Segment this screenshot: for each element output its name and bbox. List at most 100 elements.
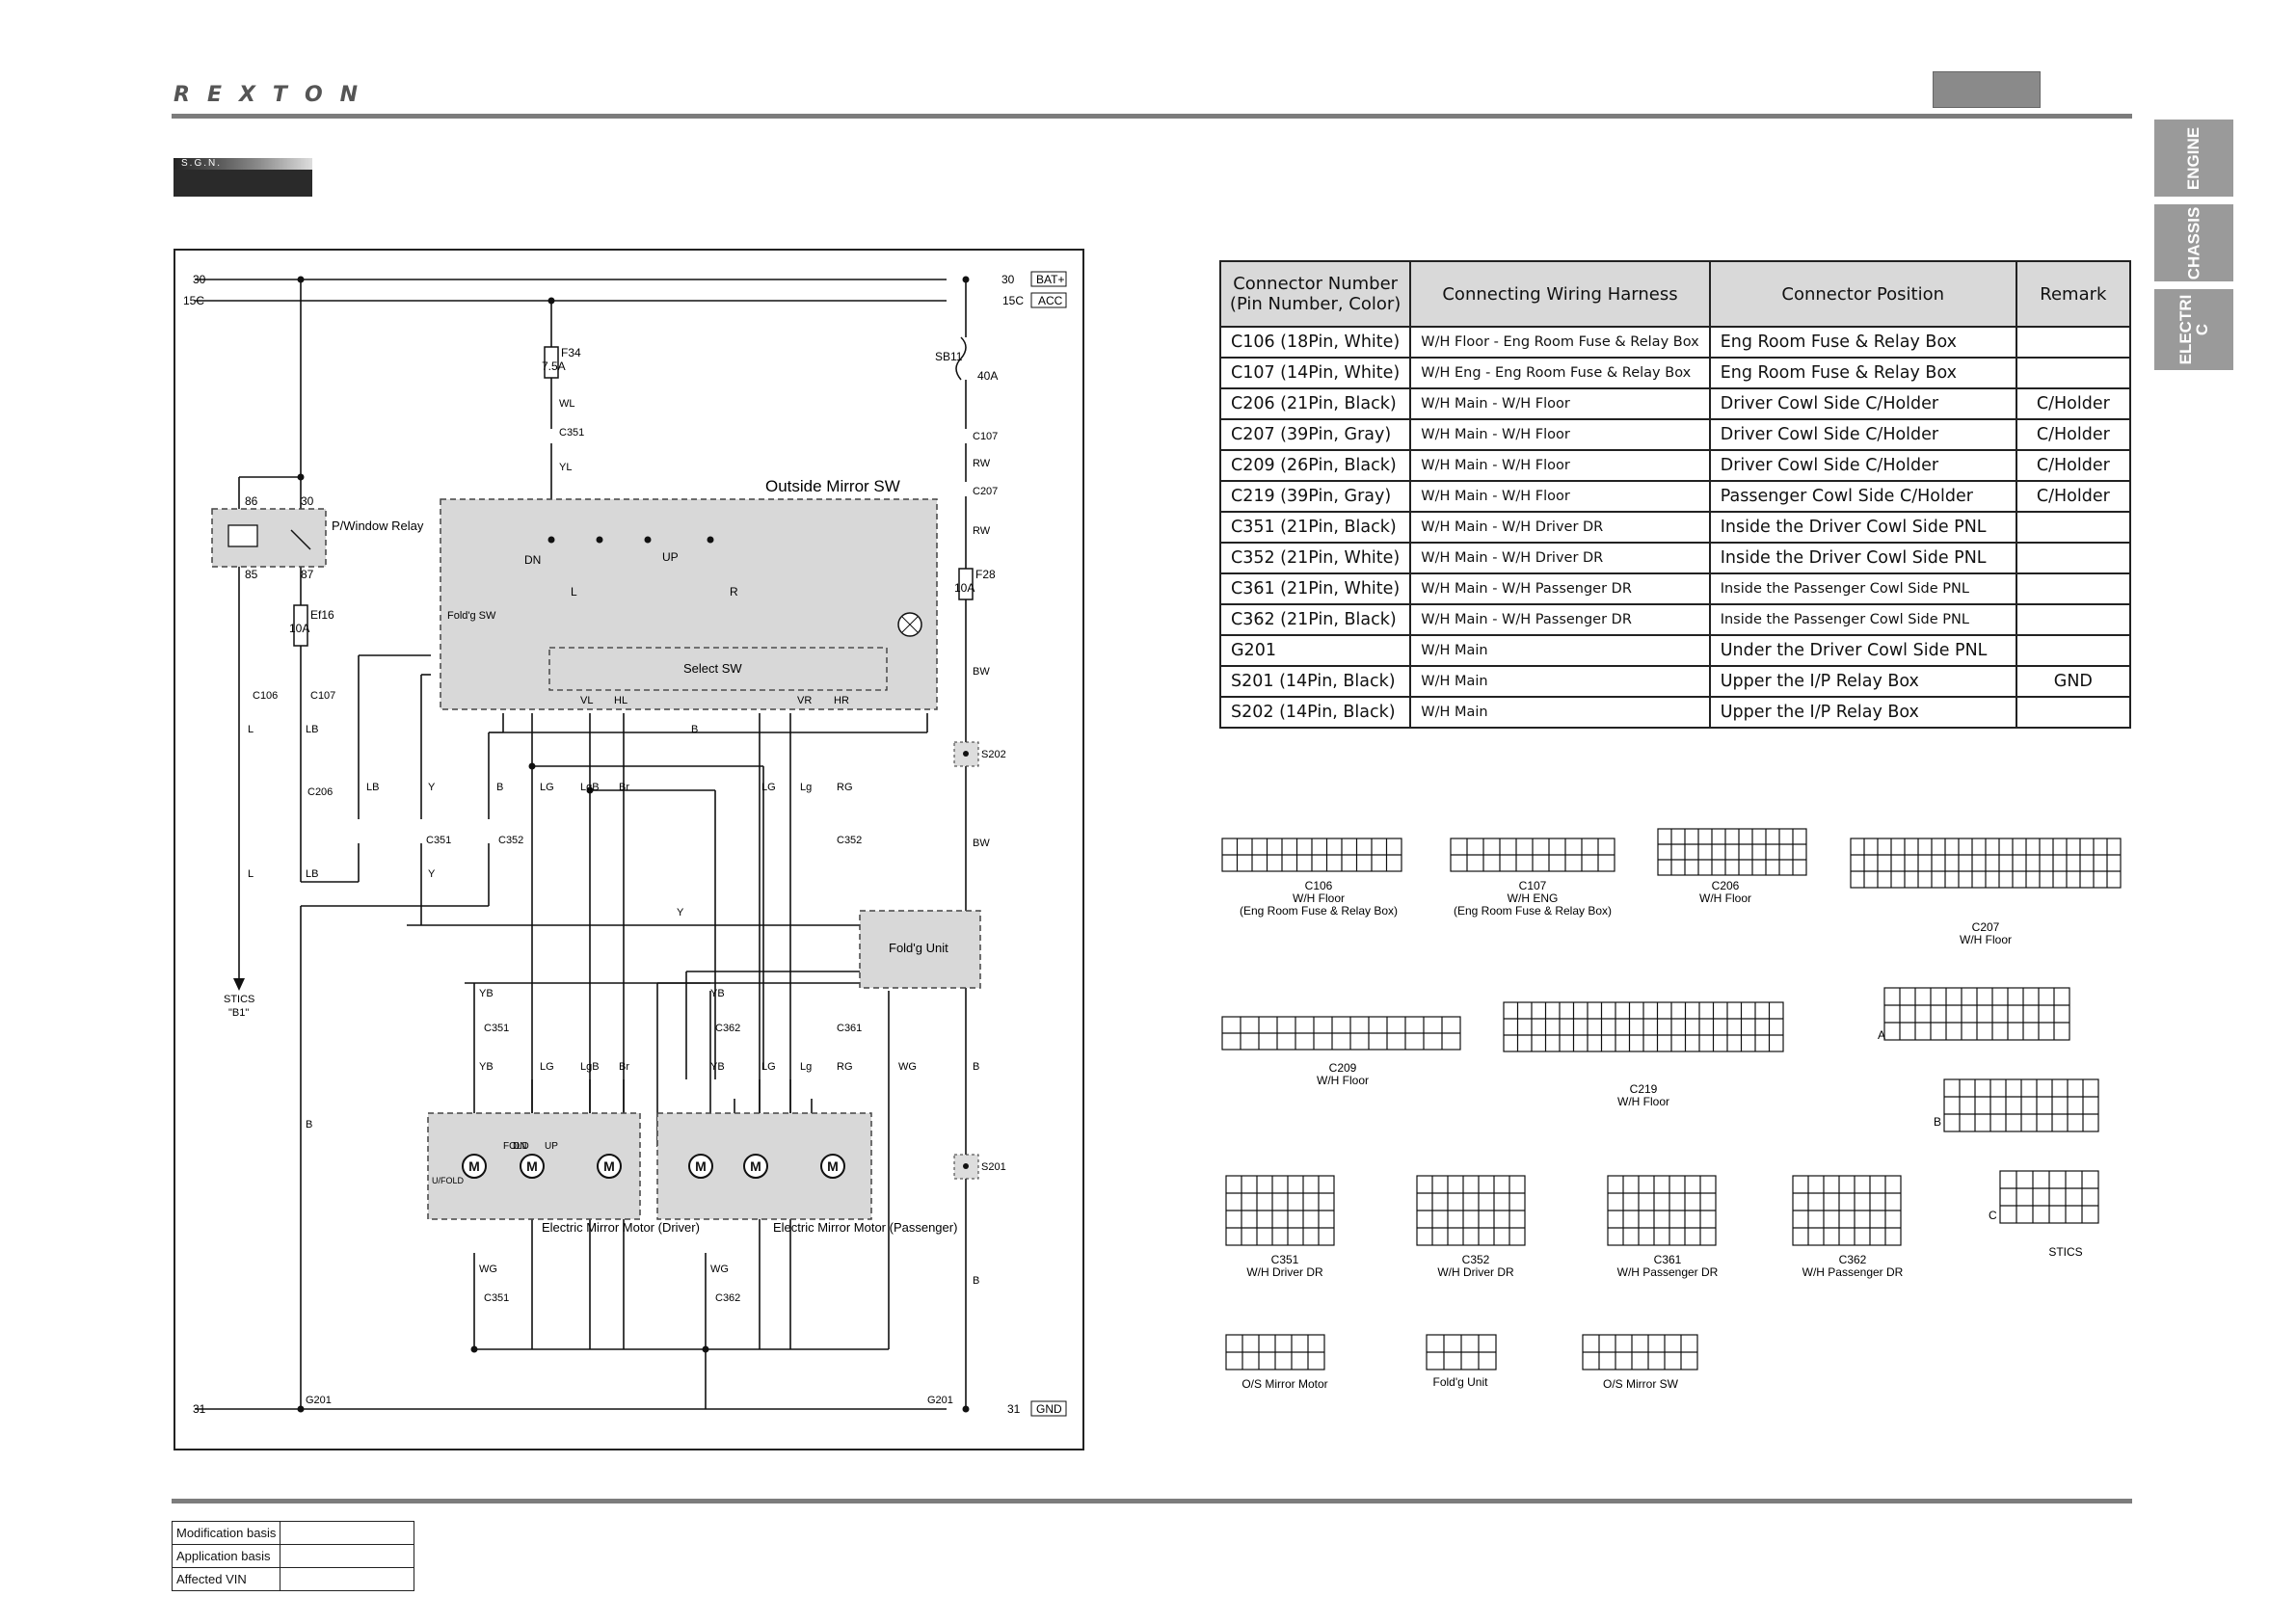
wire-b-5: B: [691, 724, 698, 735]
conn-c352-name: C352: [1462, 1253, 1490, 1266]
acc-label: ACC: [1038, 294, 1063, 307]
header-rule: [172, 114, 2132, 119]
wire-lb-3: LB: [366, 782, 379, 793]
c361-pin-grid: [1607, 1175, 1717, 1246]
cell-harness: W/H Main: [1409, 696, 1711, 729]
wire-yb-2: YB: [710, 988, 725, 999]
table-header-row: Connector Number (Pin Number, Color) Con…: [1218, 260, 2132, 328]
conn-foldunit-name: Fold'g Unit: [1433, 1375, 1489, 1389]
fuse-f34-name: F34: [561, 346, 581, 359]
rail-30-left: 30: [193, 273, 206, 286]
cell-remark: [2015, 511, 2132, 544]
conn-c107-sub2: (Eng Room Fuse & Relay Box): [1454, 904, 1612, 918]
rail-31-right: 31: [1007, 1402, 1021, 1416]
motor-driver-label: Electric Mirror Motor (Driver): [542, 1220, 700, 1235]
fold-sw-label: Fold'g SW: [447, 610, 496, 622]
rail-31-left: 31: [193, 1402, 206, 1416]
revision-row: Affected VIN: [171, 1567, 415, 1591]
motor-up-label: UP: [545, 1141, 558, 1152]
svg-text:M: M: [750, 1158, 761, 1174]
wire-rw-2: RW: [973, 525, 991, 537]
conn-stics-name: STICS: [2048, 1245, 2082, 1259]
side-tab-label: ENGINE: [2184, 126, 2203, 190]
c107-pin-grid: [1450, 838, 1615, 872]
cell-remark: [2015, 357, 2132, 389]
wire-y-2: Y: [428, 868, 436, 880]
cell-position: Driver Cowl Side C/Holder: [1708, 387, 2017, 420]
conn-c361-sub1: W/H Passenger DR: [1617, 1265, 1719, 1279]
side-tab-label: ELECTRIC: [2176, 294, 2211, 365]
wire-yb-1: YB: [479, 988, 494, 999]
conn-c206-sub1: W/H Floor: [1699, 891, 1751, 905]
callout-c351-mid: C351: [426, 835, 451, 846]
cell-remark: C/Holder: [2015, 449, 2132, 482]
footer-rule: [172, 1499, 2132, 1503]
column-header: Remark: [2015, 260, 2132, 328]
side-tab-chassis[interactable]: CHASSIS: [2154, 204, 2233, 281]
foldunit-pin-grid: [1426, 1334, 1497, 1370]
table-row: C361 (21Pin, White)W/H Main - W/H Passen…: [1218, 572, 2132, 605]
cell-remark: [2015, 603, 2132, 636]
brand-logo: REXTON: [174, 83, 376, 107]
revision-value[interactable]: [280, 1567, 415, 1591]
table-body: C106 (18Pin, White)W/H Floor - Eng Room …: [1218, 326, 2132, 729]
wire-y-1: Y: [428, 782, 436, 793]
cell-connector: C207 (39Pin, Gray): [1218, 418, 1412, 451]
relay-pin-85: 85: [245, 568, 258, 581]
c362-pin-grid: [1792, 1175, 1902, 1246]
callout-c206: C206: [307, 786, 333, 798]
cell-harness: W/H Main - W/H Floor: [1409, 480, 1711, 513]
conn-c106-sub1: W/H Floor: [1293, 891, 1345, 905]
cell-connector: C352 (21Pin, White): [1218, 542, 1412, 574]
svg-text:M: M: [468, 1158, 480, 1174]
side-tab-engine[interactable]: ENGINE: [2154, 120, 2233, 197]
svg-text:M: M: [827, 1158, 839, 1174]
cell-position: Passenger Cowl Side C/Holder: [1708, 480, 2017, 513]
wire-br-2: Br: [619, 1061, 629, 1073]
wire-hl: HL: [614, 695, 627, 706]
cell-remark: C/Holder: [2015, 480, 2132, 513]
wire-y-3: Y: [677, 907, 684, 918]
motor-dn-label: DN: [513, 1141, 526, 1152]
side-tab-label: CHASSIS: [2184, 206, 2203, 279]
wire-wl: WL: [559, 398, 575, 410]
side-tab-electric[interactable]: ELECTRIC: [2154, 289, 2233, 370]
conn-c207-sub1: W/H Floor: [1960, 933, 2012, 946]
connector-faces: C106 W/H Floor (Eng Room Fuse & Relay Bo…: [1221, 828, 2122, 1391]
cell-connector: C219 (39Pin, Gray): [1218, 480, 1412, 513]
wire-lb-2: LB: [306, 868, 318, 880]
wire-vr: VR: [797, 695, 812, 706]
svg-text:M: M: [603, 1158, 615, 1174]
revision-value[interactable]: [280, 1521, 415, 1545]
wire-hr: HR: [834, 695, 849, 706]
conn-c219-name: C219: [1630, 1082, 1658, 1096]
stics-row-a: A: [1878, 1028, 1885, 1042]
relay-label: P/Window Relay: [332, 519, 424, 533]
cell-remark: GND: [2015, 665, 2132, 698]
cell-harness: W/H Main: [1409, 634, 1711, 667]
splice-s202: S202: [981, 749, 1006, 760]
svg-text:M: M: [526, 1158, 538, 1174]
gnd-label: GND: [1036, 1402, 1062, 1416]
conn-c362-name: C362: [1839, 1253, 1867, 1266]
cell-remark: C/Holder: [2015, 418, 2132, 451]
wire-rw-1: RW: [973, 458, 991, 469]
c219-pin-grid: [1503, 1001, 1784, 1052]
wire-lg-1: LG: [540, 782, 554, 793]
revision-value[interactable]: [280, 1544, 415, 1568]
fuse-sb11-rating: 40A: [977, 369, 998, 383]
ground-g201-right: G201: [927, 1395, 953, 1406]
c206-pin-grid: [1657, 828, 1807, 876]
cell-position: Driver Cowl Side C/Holder: [1708, 418, 2017, 451]
conn-c362-sub1: W/H Passenger DR: [1802, 1265, 1904, 1279]
revision-table: Modification basis Application basis Aff…: [171, 1521, 415, 1591]
cell-connector: C106 (18Pin, White): [1218, 326, 1412, 359]
wiring-diagram: MMM MMM 30 15C 30 15C BAT+ ACC 31 31 GND…: [183, 271, 1067, 1417]
wire-l-1: L: [248, 724, 254, 735]
cell-position: Inside the Passenger Cowl Side PNL: [1708, 603, 2017, 636]
cell-harness: W/H Main - W/H Driver DR: [1409, 511, 1711, 544]
